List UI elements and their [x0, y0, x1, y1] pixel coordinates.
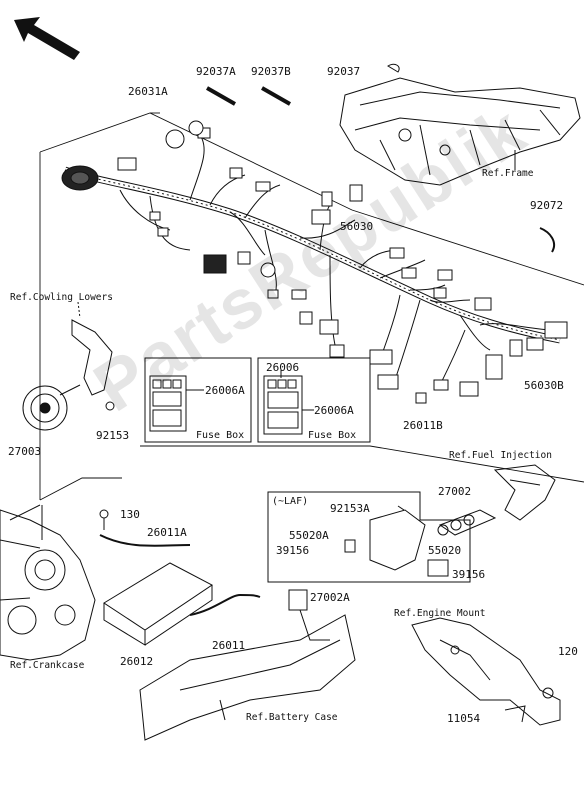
- horn-27003: [22, 384, 81, 431]
- relay-56030B: [509, 339, 523, 357]
- part-label-26006A-left: 26006A: [205, 384, 245, 397]
- ref-label-frame: Ref.Frame: [482, 168, 534, 179]
- fuel-injection-27002: [437, 464, 556, 536]
- part-label-56030: 56030: [340, 220, 374, 233]
- ref-label-cowling-lowers: Ref.Cowling Lowers: [10, 292, 113, 303]
- fuse-box-left: [144, 357, 252, 443]
- connector-26011B: [415, 392, 427, 404]
- ground-cable-26011A: [99, 509, 191, 547]
- part-label-120: 120: [558, 645, 578, 658]
- part-label-56030B: 56030B: [524, 379, 564, 392]
- harness-connectors: [117, 120, 568, 397]
- ref-label-engine-mount: Ref.Engine Mount: [394, 608, 486, 619]
- part-label-39156-right: 39156: [452, 568, 486, 581]
- sensor-56030: [349, 184, 363, 202]
- engine-mount-drawing: [411, 617, 561, 726]
- ref-label-fuel-injection: Ref.Fuel Injection: [449, 450, 552, 461]
- crankcase-drawing: [0, 504, 96, 661]
- part-label-26006A-right: 26006A: [314, 404, 354, 417]
- part-label-26031A: 26031A: [128, 85, 168, 98]
- part-label-26011A: 26011A: [147, 526, 187, 539]
- part-label-26012: 26012: [120, 655, 154, 668]
- part-label-55020: 55020: [428, 544, 462, 557]
- battery-case-drawing: [139, 589, 356, 741]
- part-label-11054: 11054: [447, 712, 481, 725]
- harness-frame-outline: [39, 112, 584, 501]
- laf-caption: (~LAF): [272, 496, 309, 507]
- part-label-27002: 27002: [438, 485, 472, 498]
- part-label-27003: 27003: [8, 445, 42, 458]
- cowling-bracket: [71, 301, 115, 411]
- ref-label-battery-case: Ref.Battery Case: [246, 712, 338, 723]
- laf-box: [267, 491, 471, 583]
- part-label-55020A: 55020A: [289, 529, 329, 542]
- fuse-box-right: [257, 357, 371, 443]
- ref-label-crankcase: Ref.Crankcase: [10, 660, 85, 671]
- part-label-27002A: 27002A: [310, 591, 350, 604]
- part-label-92153A: 92153A: [330, 502, 370, 515]
- part-label-92072: 92072: [530, 199, 564, 212]
- part-label-92037A: 92037A: [196, 65, 236, 78]
- part-label-92037B: 92037B: [251, 65, 291, 78]
- part-label-39156-left: 39156: [276, 544, 310, 557]
- fuse-box-left-caption: Fuse Box: [196, 430, 245, 441]
- part-label-92153: 92153: [96, 429, 130, 442]
- front-direction-arrow: [14, 17, 80, 60]
- frame-drawing: [339, 77, 581, 186]
- clamps: [206, 63, 556, 253]
- part-label-26006: 26006: [266, 361, 300, 374]
- cable-26011: [189, 593, 261, 616]
- part-label-26011: 26011: [212, 639, 246, 652]
- fuse-box-right-caption: Fuse Box: [308, 430, 357, 441]
- part-label-130: 130: [120, 508, 140, 521]
- part-label-92037: 92037: [327, 65, 361, 78]
- part-label-26011B: 26011B: [403, 419, 443, 432]
- ecu-26012: [103, 562, 213, 646]
